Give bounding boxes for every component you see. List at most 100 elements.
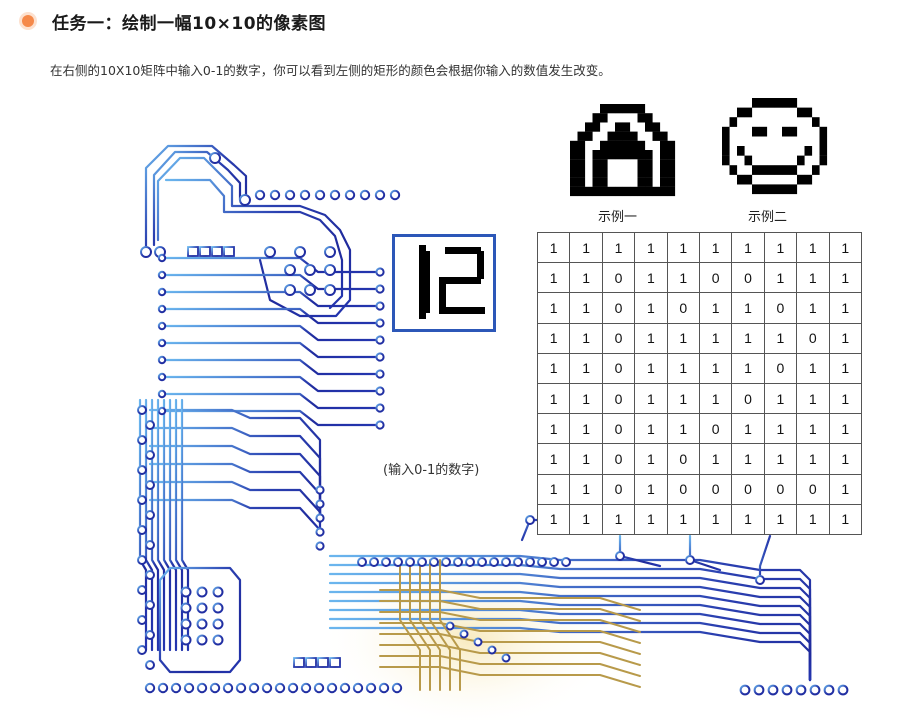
matrix-cell[interactable]: 1 <box>634 443 668 475</box>
matrix-cell[interactable]: 0 <box>698 262 733 294</box>
matrix-cell[interactable]: 1 <box>569 262 603 294</box>
matrix-cell[interactable]: 1 <box>828 292 862 324</box>
matrix-cell[interactable]: 1 <box>763 503 798 535</box>
matrix-cell[interactable]: 1 <box>763 231 798 264</box>
matrix-cell[interactable]: 1 <box>698 382 733 415</box>
matrix-cell[interactable]: 1 <box>536 292 571 324</box>
matrix-cell[interactable]: 1 <box>569 292 603 324</box>
matrix-cell[interactable]: 0 <box>601 292 636 324</box>
matrix-cell[interactable]: 1 <box>569 382 603 415</box>
matrix-cell[interactable]: 1 <box>828 413 862 445</box>
matrix-cell[interactable]: 0 <box>796 473 830 505</box>
matrix-cell[interactable]: 1 <box>569 443 603 475</box>
matrix-cell[interactable]: 1 <box>536 503 571 535</box>
matrix-cell[interactable]: 1 <box>634 322 668 354</box>
matrix-cell[interactable]: 0 <box>601 382 636 415</box>
matrix-cell[interactable]: 1 <box>828 503 862 535</box>
matrix-cell[interactable]: 1 <box>763 322 798 354</box>
matrix-cell[interactable]: 0 <box>731 262 765 294</box>
matrix-cell[interactable]: 1 <box>634 352 668 384</box>
matrix-cell[interactable]: 1 <box>536 262 571 294</box>
matrix-cell[interactable]: 1 <box>536 382 571 415</box>
matrix-cell[interactable]: 1 <box>796 292 830 324</box>
matrix-cell[interactable]: 0 <box>601 413 636 445</box>
matrix-cell[interactable]: 1 <box>796 262 830 294</box>
matrix-cell[interactable]: 1 <box>828 262 862 294</box>
matrix-cell[interactable]: 1 <box>828 352 862 384</box>
matrix-cell[interactable]: 1 <box>763 413 798 445</box>
matrix-cell[interactable]: 0 <box>601 443 636 475</box>
matrix-cell[interactable]: 1 <box>634 503 668 535</box>
matrix-cell[interactable]: 1 <box>698 292 733 324</box>
matrix-cell[interactable]: 0 <box>698 413 733 445</box>
matrix-cell[interactable]: 1 <box>731 292 765 324</box>
matrix-cell[interactable]: 0 <box>731 382 765 415</box>
matrix-cell[interactable]: 1 <box>828 443 862 475</box>
matrix-cell[interactable]: 0 <box>601 262 636 294</box>
matrix-cell[interactable]: 1 <box>634 262 668 294</box>
example-two[interactable] <box>718 94 830 202</box>
matrix-cell[interactable]: 1 <box>536 443 571 475</box>
matrix-cell[interactable]: 1 <box>536 413 571 445</box>
matrix-cell[interactable]: 1 <box>796 352 830 384</box>
matrix-cell[interactable]: 1 <box>698 503 733 535</box>
matrix-cell[interactable]: 1 <box>569 413 603 445</box>
matrix-cell[interactable]: 1 <box>731 503 765 535</box>
matrix-cell[interactable]: 1 <box>698 352 733 384</box>
matrix-cell[interactable]: 1 <box>666 322 700 354</box>
matrix-cell[interactable]: 0 <box>601 473 636 505</box>
matrix-cell[interactable]: 1 <box>796 443 830 475</box>
matrix-cell[interactable]: 1 <box>536 352 571 384</box>
matrix-cell[interactable]: 0 <box>796 322 830 354</box>
matrix-cell[interactable]: 1 <box>601 503 636 535</box>
matrix-cell[interactable]: 1 <box>731 352 765 384</box>
matrix-cell[interactable]: 1 <box>763 382 798 415</box>
matrix-cell[interactable]: 1 <box>796 413 830 445</box>
matrix-cell[interactable]: 0 <box>601 322 636 354</box>
matrix-cell[interactable]: 1 <box>569 473 603 505</box>
matrix-cell[interactable]: 0 <box>666 292 700 324</box>
matrix-cell[interactable]: 1 <box>569 322 603 354</box>
matrix-cell[interactable]: 1 <box>666 231 700 264</box>
matrix-cell[interactable]: 1 <box>569 503 603 535</box>
matrix-cell[interactable]: 0 <box>698 473 733 505</box>
matrix-cell[interactable]: 1 <box>634 413 668 445</box>
matrix-cell[interactable]: 0 <box>731 473 765 505</box>
matrix-cell[interactable]: 1 <box>601 231 636 264</box>
matrix-cell[interactable]: 1 <box>634 231 668 264</box>
matrix-cell[interactable]: 0 <box>763 352 798 384</box>
matrix-cell[interactable]: 0 <box>763 473 798 505</box>
matrix-cell[interactable]: 0 <box>763 292 798 324</box>
matrix-cell[interactable]: 1 <box>666 352 700 384</box>
matrix-cell[interactable]: 1 <box>698 443 733 475</box>
matrix-cell[interactable]: 1 <box>763 443 798 475</box>
matrix-cell[interactable]: 0 <box>666 443 700 475</box>
matrix-cell[interactable]: 1 <box>731 231 765 264</box>
matrix-cell[interactable]: 1 <box>763 262 798 294</box>
matrix-cell[interactable]: 1 <box>634 292 668 324</box>
matrix-cell[interactable]: 1 <box>666 382 700 415</box>
matrix-cell[interactable]: 0 <box>666 473 700 505</box>
matrix-cell[interactable]: 1 <box>666 413 700 445</box>
matrix-cell[interactable]: 1 <box>569 352 603 384</box>
matrix-cell[interactable]: 1 <box>634 382 668 415</box>
matrix-cell[interactable]: 1 <box>828 231 862 264</box>
matrix-cell[interactable]: 1 <box>828 322 862 354</box>
matrix-cell[interactable]: 1 <box>569 231 603 264</box>
matrix-cell[interactable]: 1 <box>536 231 571 264</box>
matrix-cell[interactable]: 1 <box>731 322 765 354</box>
matrix-cell[interactable]: 1 <box>796 231 830 264</box>
matrix-cell[interactable]: 1 <box>666 503 700 535</box>
matrix-cell[interactable]: 1 <box>634 473 668 505</box>
matrix-cell[interactable]: 1 <box>796 382 830 415</box>
matrix-cell[interactable]: 1 <box>731 413 765 445</box>
matrix-cell[interactable]: 1 <box>828 473 862 505</box>
matrix-cell[interactable]: 1 <box>731 443 765 475</box>
example-one[interactable] <box>566 100 678 204</box>
matrix-cell[interactable]: 1 <box>698 322 733 354</box>
matrix-cell[interactable]: 1 <box>828 382 862 415</box>
matrix-cell[interactable]: 1 <box>796 503 830 535</box>
matrix-cell[interactable]: 1 <box>536 322 571 354</box>
matrix-cell[interactable]: 1 <box>666 262 700 294</box>
matrix-cell[interactable]: 0 <box>601 352 636 384</box>
